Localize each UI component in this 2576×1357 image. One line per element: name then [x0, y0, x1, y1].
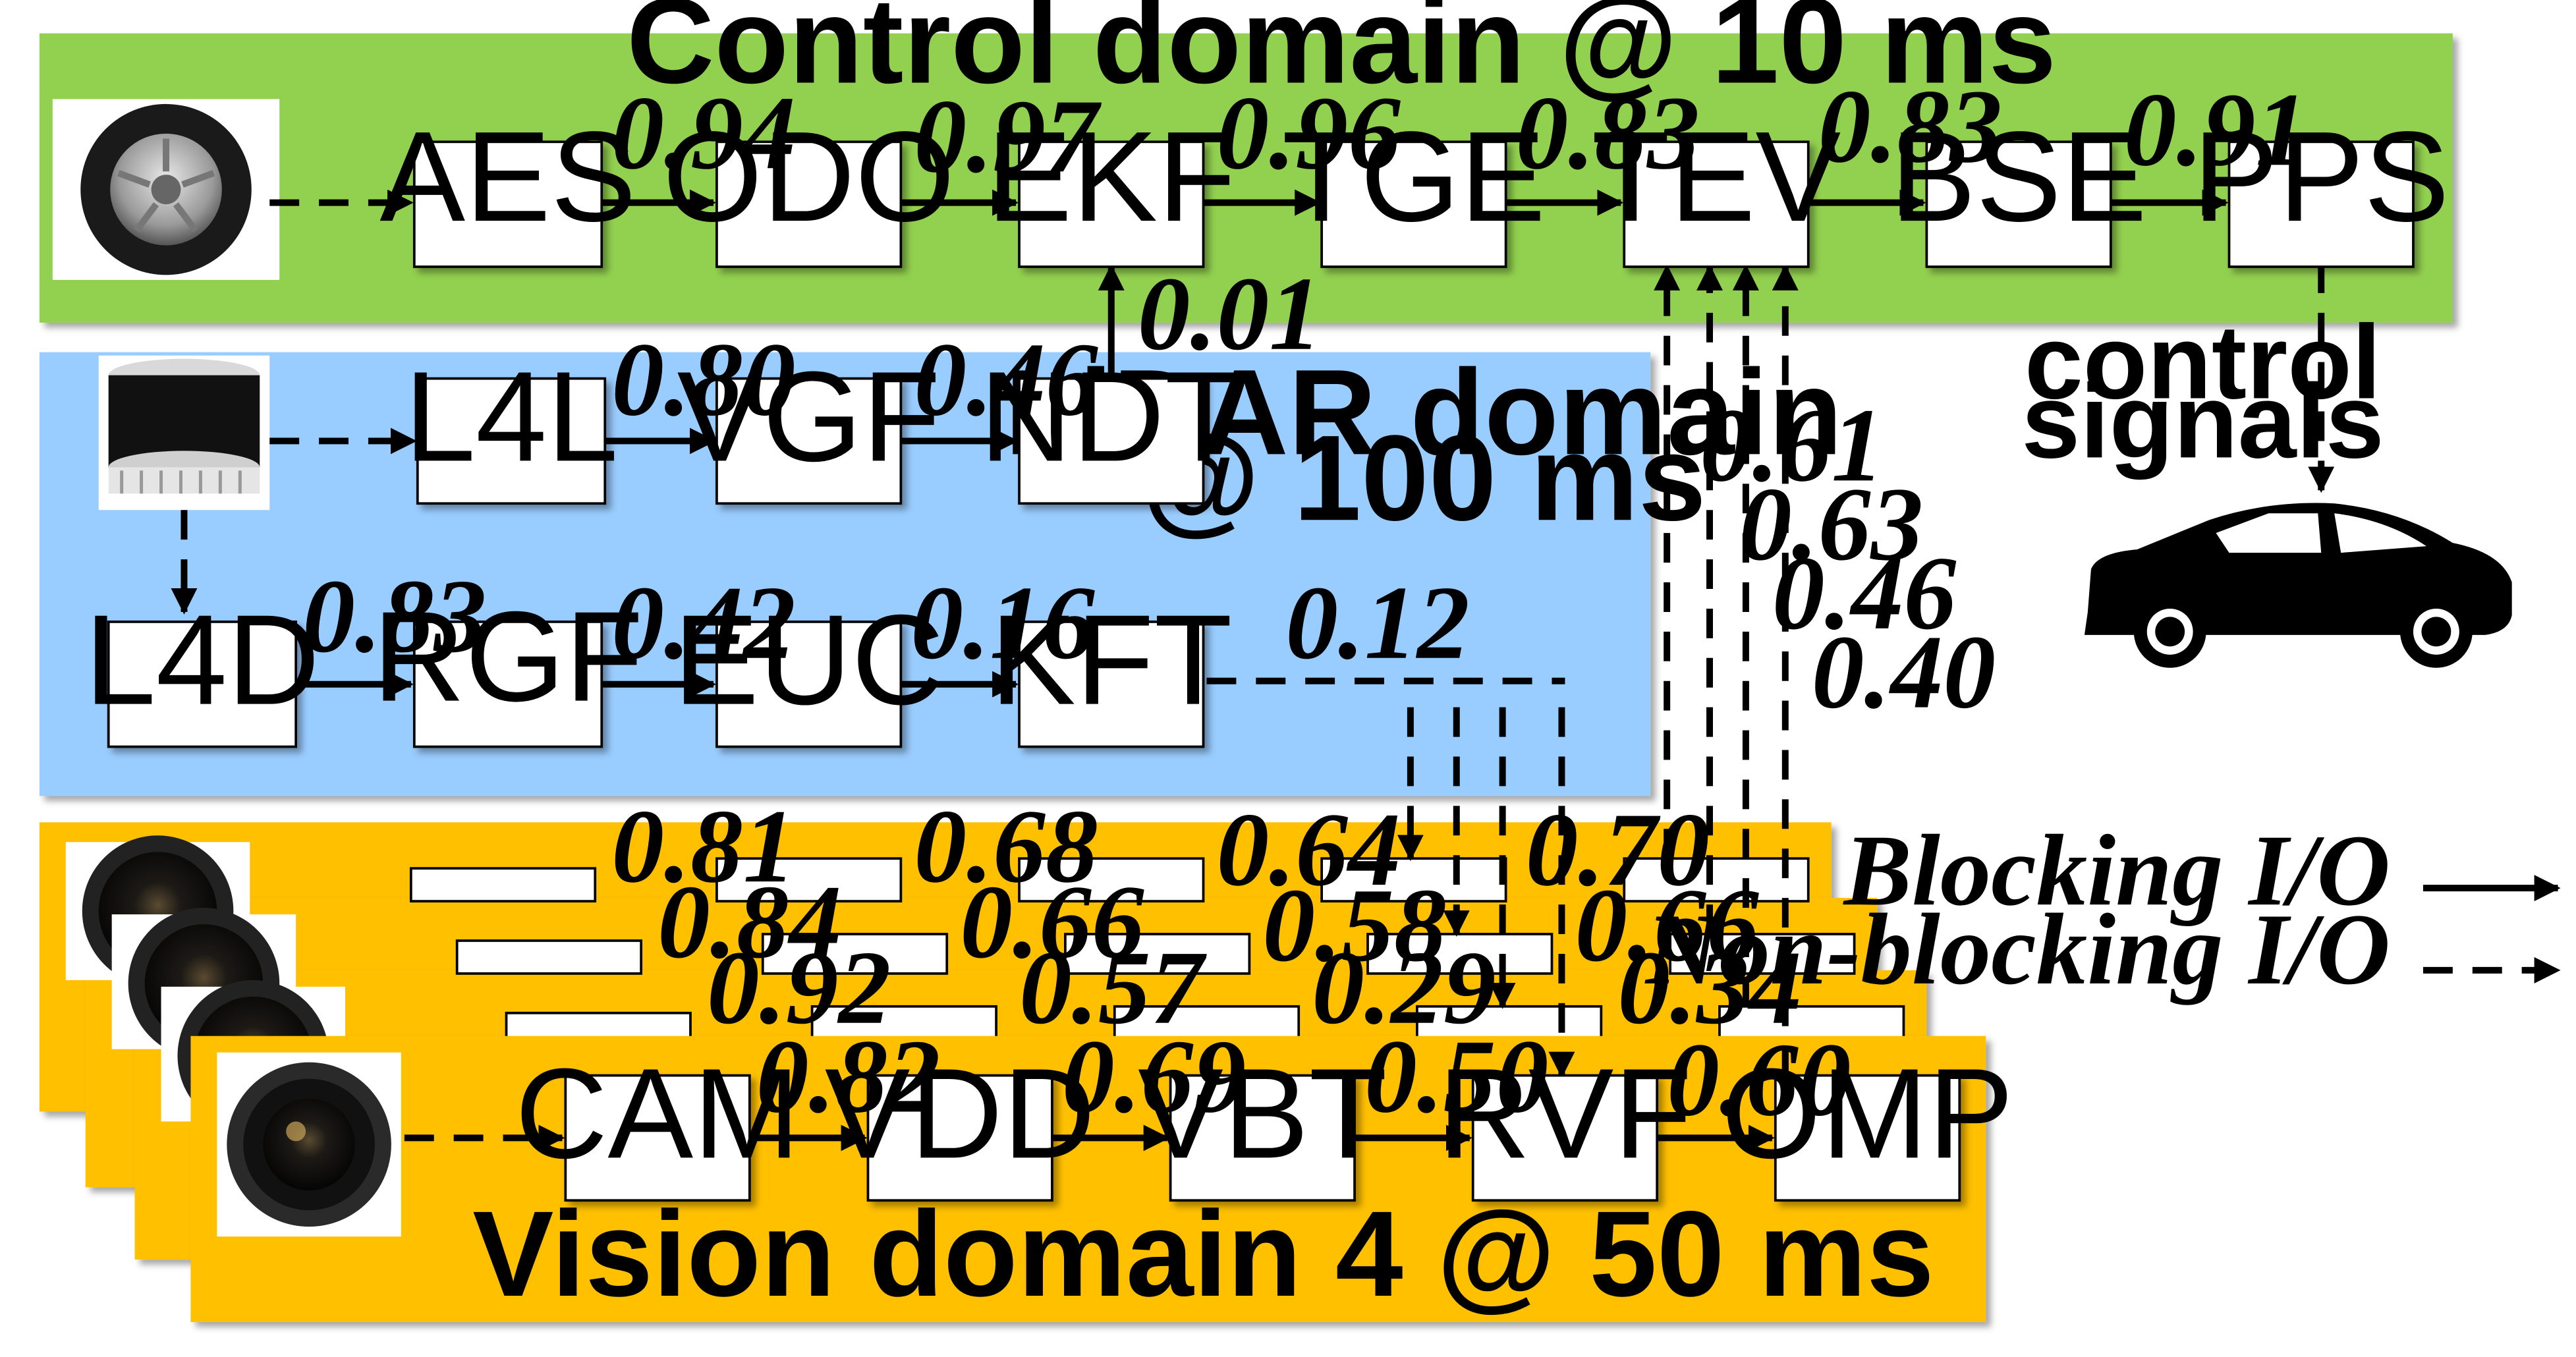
edge-weight: 0.83	[1818, 68, 2002, 184]
lidar-bottom-weights: 0.83 0.42 0.16	[302, 558, 1095, 681]
node-label: CAM	[515, 1042, 800, 1185]
edge-weight: 0.58	[1262, 867, 1446, 983]
edges	[171, 189, 2561, 1151]
edge-weight: 0.94	[611, 74, 795, 191]
node-vgf: VGF	[677, 345, 941, 505]
node-rgf: RGF	[373, 586, 644, 748]
node-l4d: L4D	[84, 589, 320, 748]
edge-weight: 0.70	[1526, 791, 1710, 908]
edge-weight: 0.64	[1216, 791, 1400, 908]
nodes: AES ODO EKF TGE TEV BSE PPS L4L	[84, 105, 2450, 1202]
node-cam: CAM	[515, 1042, 800, 1202]
node-vbt: VBT	[1138, 1042, 1387, 1202]
edge-weight: 0.42	[611, 565, 795, 681]
node-euc: EUC	[673, 589, 944, 748]
node-label: KFT	[990, 589, 1233, 732]
edge-weight: 0.82	[756, 1018, 940, 1134]
lidar-top-weights: 0.80 0.46	[611, 321, 1098, 438]
node-label: VDD	[825, 1042, 1096, 1185]
node-label: VGF	[677, 345, 941, 488]
edge-weight-ndt-ekf: 0.01	[1138, 256, 1322, 372]
vision-layer-2-weights: 0.84 0.66 0.58 0.66	[658, 864, 1759, 983]
node-label: TGE	[1282, 105, 1546, 248]
node-l4l: L4L	[405, 345, 619, 505]
edge-weight: 0.46	[914, 321, 1098, 438]
node-label: EKF	[987, 105, 1236, 248]
edge-weight: 0.60	[1667, 1021, 1851, 1138]
control-signals-label: signals	[2021, 362, 2384, 480]
control-weights: 0.94 0.97 0.96 0.83 0.83 0.91	[611, 68, 2308, 194]
control-signals-label: control	[2025, 303, 2381, 421]
control-domain-title: Control domain @ 10 ms	[627, 0, 2056, 109]
edge-weight: 0.96	[1216, 74, 1401, 191]
edge-weight: 0.66	[960, 864, 1144, 980]
edge-weight: 0.57	[1019, 929, 1208, 1046]
node-bse: BSE	[1890, 105, 2147, 268]
node-label: RGF	[373, 586, 644, 729]
node-label: BSE	[1890, 105, 2146, 248]
node-vdd: VDD	[825, 1042, 1096, 1202]
vision-layer-4-weights: 0.82 0.69 0.50 0.60	[756, 1018, 1851, 1138]
legend-nonblocking-label: Non-blocking I/O	[1644, 893, 2390, 1006]
vision-layer-3-weights: 0.92 0.57 0.29 0.34	[707, 929, 1802, 1046]
node-label: L4L	[405, 345, 619, 488]
node-label: VBT	[1138, 1042, 1387, 1185]
lidar-sensor-icon	[98, 355, 270, 511]
node-tge: TGE	[1282, 105, 1546, 268]
node-label: AES	[379, 105, 636, 248]
node-tev: TEV	[1592, 105, 1841, 268]
node-ndt: NDT	[980, 345, 1243, 505]
omp-to-tev-weights: 0.61 0.63 0.46 0.40	[1700, 387, 1996, 730]
vision-layer-1-weights: 0.81 0.68 0.64 0.70	[611, 788, 1710, 908]
car-icon	[2084, 503, 2512, 668]
edge-weight: 0.84	[658, 864, 841, 980]
legend-blocking-label: Blocking I/O	[1843, 814, 2390, 927]
node-label: OMP	[1722, 1042, 2013, 1185]
node-omp: OMP	[1722, 1042, 2013, 1202]
node-ekf: EKF	[987, 105, 1236, 268]
node-pps: PPS	[2193, 105, 2450, 268]
edge-weight: 0.29	[1312, 929, 1496, 1046]
edge-weight: 0.97	[914, 78, 1102, 194]
node-odo: ODO	[663, 105, 955, 268]
vision-domain-title: Vision domain 4 @ 50 ms	[472, 1186, 1934, 1322]
edge-weight: 0.63	[1739, 466, 1923, 582]
edge-weight: 0.61	[1700, 387, 1884, 503]
edge-weight: 0.69	[1062, 1018, 1246, 1134]
tire-icon	[52, 99, 280, 280]
edge-weight: 0.16	[910, 565, 1095, 681]
edge-weight: 0.68	[914, 788, 1098, 904]
node-label: RVF	[1438, 1042, 1693, 1185]
lidar-domain-period: @ 100 ms	[1141, 410, 1706, 546]
edge-weight: 0.50	[1364, 1018, 1548, 1134]
vision-back-layer-nodes	[409, 857, 1905, 1047]
camera-icon	[217, 1052, 401, 1237]
edge-weight: 0.83	[302, 558, 486, 675]
node-kft: KFT	[990, 589, 1233, 748]
edge-weight-kft-out: 0.12	[1285, 565, 1469, 681]
edge-weight: 0.81	[611, 788, 795, 904]
edge-weight: 0.34	[1617, 929, 1801, 1046]
node-label: EUC	[673, 589, 944, 732]
edge-weight: 0.46	[1772, 535, 1957, 651]
node-label: ODO	[663, 105, 955, 248]
node-label: NDT	[980, 345, 1243, 488]
edge-weight: 0.91	[2124, 71, 2308, 188]
edge-weight: 0.66	[1575, 867, 1759, 983]
vision-domain-panel-4	[190, 1036, 1986, 1322]
edge-weight: 0.80	[611, 321, 795, 438]
node-label: L4D	[84, 589, 320, 732]
node-aes: AES	[379, 105, 636, 268]
node-label: PPS	[2193, 105, 2450, 248]
node-label: TEV	[1592, 105, 1841, 248]
edge-weight: 0.92	[707, 929, 891, 1046]
node-rvf: RVF	[1438, 1042, 1693, 1202]
edge-weight: 0.40	[1812, 614, 1996, 731]
edge-weight: 0.83	[1516, 74, 1700, 191]
